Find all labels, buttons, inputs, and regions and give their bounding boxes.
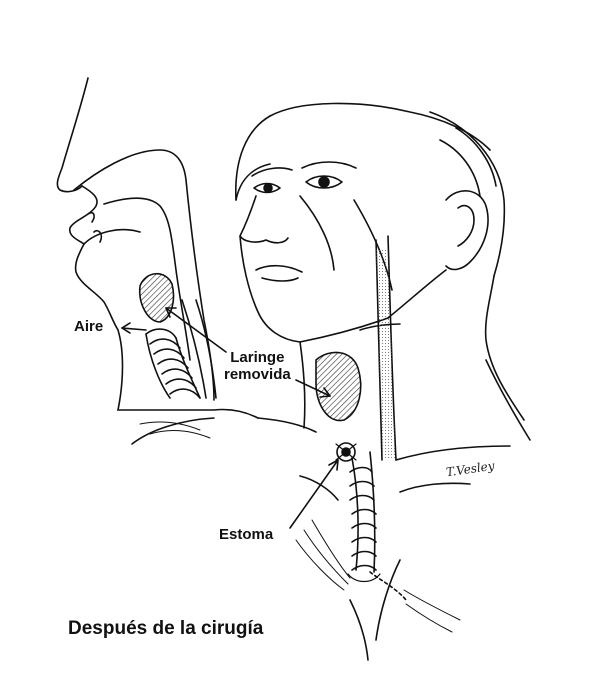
arrow-aire (122, 323, 146, 333)
neck (132, 236, 530, 660)
arrow-estoma (290, 460, 338, 528)
trachea-neck (348, 452, 406, 600)
label-aire: Aire (74, 318, 103, 335)
label-laringe-line1: Laringe (224, 349, 291, 366)
label-laringe-removida: Laringe removida (224, 349, 291, 384)
trachea-rings-inset (146, 329, 200, 398)
label-laringe-line2: removida (224, 366, 291, 383)
stoma (336, 443, 356, 461)
caption: Después de la cirugía (68, 618, 263, 640)
label-estoma: Estoma (219, 526, 273, 543)
